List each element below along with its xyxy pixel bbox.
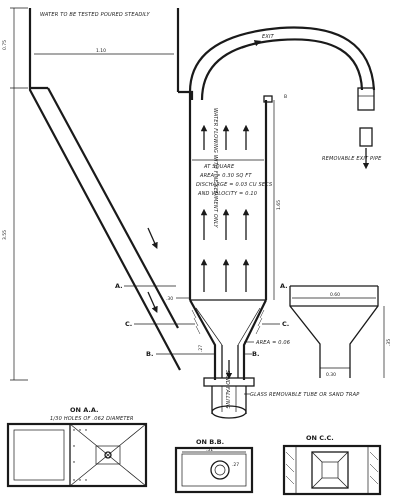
section-aa: ON A.A. 1/30 HOLES OF .062 DIAMETER [6, 406, 148, 488]
area-note: AREA = 0.06 [255, 340, 290, 346]
svg-text:AT SQUARE: AT SQUARE [203, 164, 235, 170]
section-bb: ON B.B. .51 .27 [174, 438, 254, 494]
exit-pipe [188, 26, 376, 111]
settling-tube [188, 100, 268, 380]
svg-text:.30: .30 [166, 296, 173, 302]
sand-trap [203, 360, 255, 419]
section-cc: ON C.C. [282, 434, 382, 496]
left-dimension: 0.75 3.55 [2, 7, 28, 381]
svg-text:B: B [284, 94, 287, 100]
svg-text:AND VELOCITY = 0.10: AND VELOCITY = 0.10 [197, 191, 257, 197]
exit-flow-arrow [241, 40, 262, 49]
svg-text:0.30: 0.30 [326, 372, 336, 378]
svg-text:REMOVABLE EXIT PIPE: REMOVABLE EXIT PIPE [322, 156, 382, 162]
hopper-tank [28, 8, 194, 371]
perforation-holes [73, 429, 87, 481]
mark-a-right: A. [280, 282, 288, 290]
tube-wall-hatching [191, 309, 265, 335]
svg-text:AREA = 0.30 SQ FT: AREA = 0.30 SQ FT [199, 173, 252, 179]
svg-text:3.55: 3.55 [2, 230, 8, 240]
tube-width-dimension: .30 [166, 296, 190, 302]
sand-falling-label: SAND FALLING [224, 370, 230, 409]
section-marks: A. A. C. C. B. B. [115, 282, 289, 358]
mark-b-right: B. [252, 350, 259, 358]
area-note-block: AT SQUARE AREA = 0.30 SQ FT DISCHARGE = … [192, 159, 273, 197]
mark-a-left: A. [115, 282, 123, 290]
flow-arrow [147, 291, 158, 313]
funnel-detail: 0.60 0.30 .35 [289, 285, 392, 378]
pipe-flange: B [263, 94, 287, 103]
svg-text:1.10: 1.10 [96, 48, 106, 54]
mark-c-right: C. [282, 320, 289, 328]
mark-b-left: B. [146, 350, 153, 358]
bottom-width-dimension: .27 [198, 345, 204, 352]
flow-arrow [147, 227, 158, 249]
top-note: WATER TO BE TESTED POURED STEADILY [40, 12, 151, 18]
svg-text:.51: .51 [206, 447, 213, 453]
flow-note: WATER FLOWING WITH FINE SEDIMENT ONLY [212, 108, 218, 228]
mark-c-left: C. [125, 320, 132, 328]
svg-text:DISCHARGE = 0.03 CU SECS: DISCHARGE = 0.03 CU SECS [196, 182, 273, 188]
svg-text:.35: .35 [386, 339, 392, 346]
exit-label: EXIT [262, 34, 275, 40]
section-bb-title: ON B.B. [196, 438, 224, 446]
section-aa-title: ON A.A. [70, 406, 98, 414]
top-width-dimension: 1.10 [34, 48, 174, 55]
glass-tube-label: GLASS REMOVABLE TUBE OR SAND TRAP [250, 392, 359, 398]
svg-text:0.60: 0.60 [330, 292, 340, 298]
removable-exit-pipe: REMOVABLE EXIT PIPE [322, 127, 382, 170]
holes-note: 1/30 HOLES OF .062 DIAMETER [50, 416, 134, 422]
svg-text:.27: .27 [232, 462, 239, 468]
svg-text:0.75: 0.75 [2, 40, 8, 50]
section-cc-title: ON C.C. [306, 434, 334, 442]
svg-text:1.65: 1.65 [276, 200, 282, 210]
upflow-arrows [200, 124, 250, 292]
tube-height-dimension: 1.65 [273, 100, 282, 300]
